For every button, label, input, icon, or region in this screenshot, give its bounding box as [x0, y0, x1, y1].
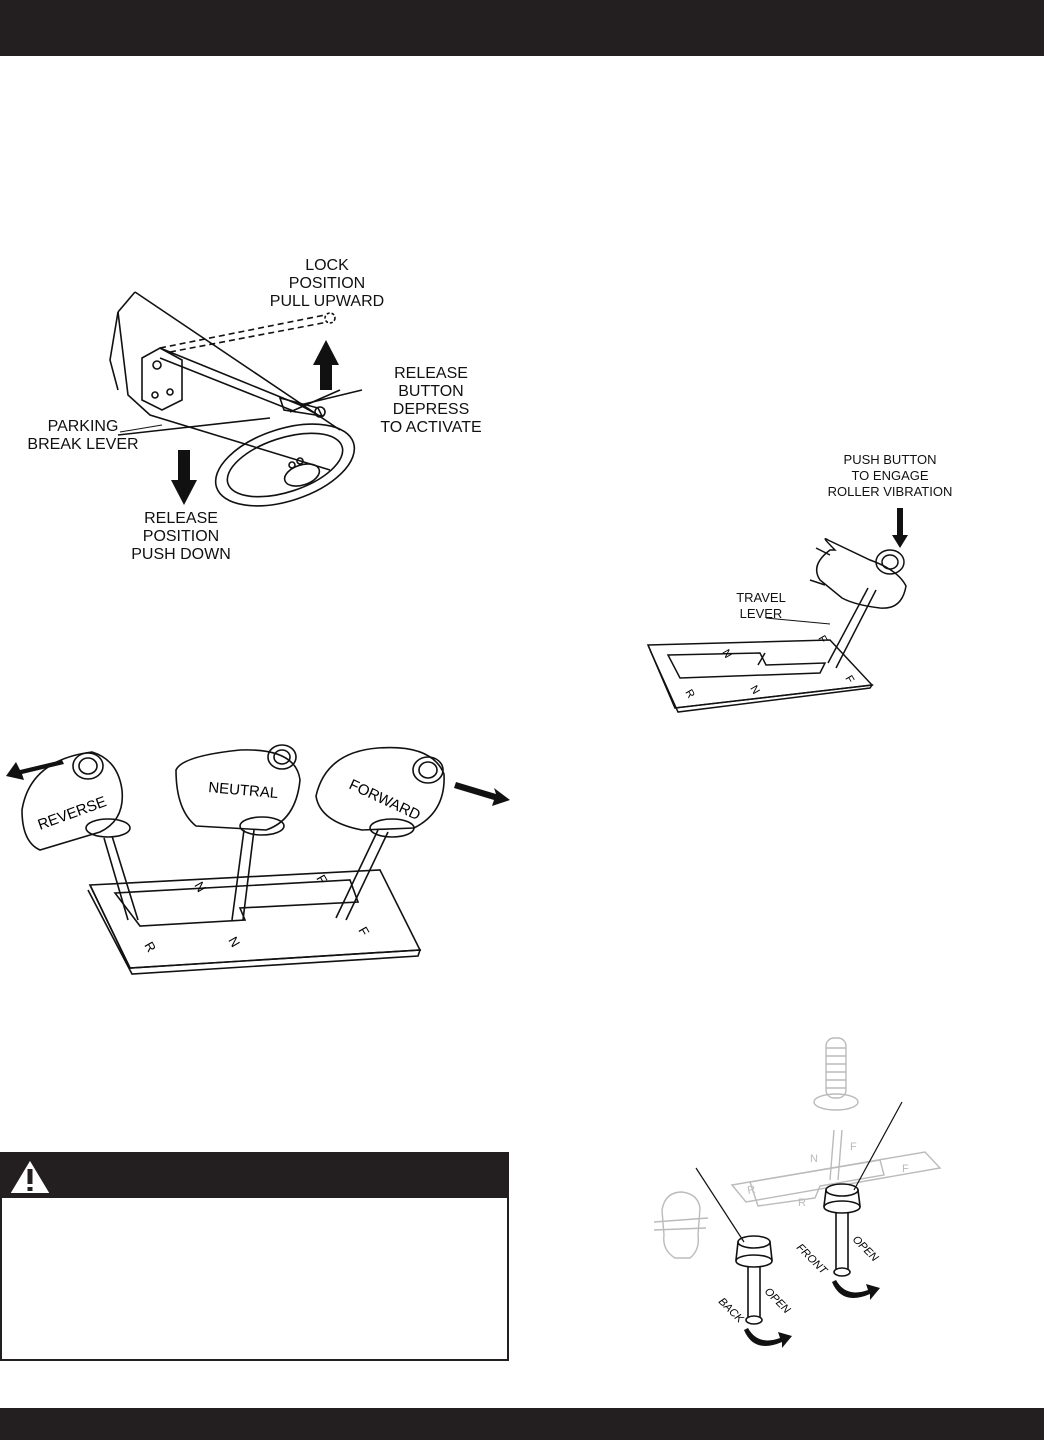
- back-label: BACK: [716, 1296, 746, 1326]
- vib-f: F: [842, 674, 856, 686]
- push-button-label: PUSH BUTTON TO ENGAGE ROLLER VIBRATION: [820, 452, 960, 500]
- lock-label: LOCK POSITION PULL UPWARD: [262, 257, 392, 311]
- valve-f2: F: [902, 1163, 909, 1175]
- neutral-label: NEUTRAL: [208, 779, 279, 802]
- travel-r: R: [141, 939, 159, 955]
- parking-lever-label: PARKING BREAK LEVER: [18, 418, 148, 454]
- release-position-line-1: RELEASE: [144, 510, 218, 527]
- vibration-figure: N F R N F PUSH BUTTON TO ENGAGE ROLLER V…: [640, 440, 970, 720]
- lock-line-1: LOCK: [305, 257, 349, 274]
- release-position-line-3: PUSH DOWN: [131, 546, 231, 563]
- travel-f-top: F: [313, 872, 330, 886]
- front-open-label: OPEN: [850, 1234, 881, 1265]
- forward-label: FORWARD: [346, 776, 423, 824]
- valve-r-top: R: [746, 1184, 756, 1197]
- release-position-label: RELEASE POSITION PUSH DOWN: [116, 510, 246, 564]
- release-position-line-2: POSITION: [142, 528, 220, 545]
- release-button-label: RELEASE BUTTON DEPRESS TO ACTIVATE: [366, 365, 496, 437]
- release-button-line-1: RELEASE: [394, 365, 468, 382]
- travel-lever-line-1: TRAVEL: [736, 590, 786, 605]
- vib-n-top: N: [719, 648, 733, 661]
- warning-box: [0, 1152, 509, 1361]
- back-open-label: OPEN: [762, 1286, 793, 1317]
- push-button-line-1: PUSH BUTTON: [843, 452, 937, 467]
- parking-brake-figure: LOCK POSITION PULL UPWARD RELEASE BUTTON…: [0, 240, 520, 580]
- travel-positions-figure: REVERSE NEUTRAL FORWARD N F R N F: [0, 730, 520, 980]
- warning-icon: [7, 1157, 53, 1195]
- release-button-line-4: TO ACTIVATE: [380, 419, 482, 436]
- valve-n-top: N: [810, 1153, 818, 1165]
- travel-lever-line-2: LEVER: [739, 606, 783, 621]
- travel-lever-label: TRAVEL LEVER: [726, 590, 796, 622]
- release-button-line-3: DEPRESS: [392, 401, 470, 418]
- parking-lever-line-1: PARKING: [47, 418, 119, 435]
- vibration-illustration: N F R N F: [646, 508, 908, 713]
- push-button-line-3: ROLLER VIBRATION: [827, 484, 953, 499]
- release-button-line-2: BUTTON: [398, 383, 464, 400]
- valve-f-top: F: [850, 1141, 857, 1153]
- footer-bar: [0, 1408, 1044, 1440]
- travel-n-top: N: [191, 879, 209, 895]
- push-button-line-2: TO ENGAGE: [851, 468, 929, 483]
- vib-f-top: F: [815, 634, 829, 646]
- reverse-label: REVERSE: [36, 793, 109, 833]
- warning-header: [2, 1154, 507, 1198]
- header-bar: [0, 0, 1044, 56]
- valves-illustration: R N F R F BACK OPEN FRONT OPEN: [653, 1037, 942, 1348]
- valves-figure: R N F R F BACK OPEN FRONT OPEN: [640, 1030, 960, 1360]
- valve-r2: R: [798, 1197, 806, 1209]
- parking-lever-line-2: BREAK LEVER: [27, 436, 139, 453]
- travel-positions-illustration: REVERSE NEUTRAL FORWARD N F R N F: [6, 744, 510, 975]
- vib-r: R: [682, 688, 696, 701]
- parking-brake-illustration: [109, 291, 363, 507]
- lock-line-3: PULL UPWARD: [269, 293, 385, 310]
- vib-n: N: [747, 684, 761, 697]
- lock-line-2: POSITION: [288, 275, 366, 292]
- travel-n: N: [225, 934, 243, 950]
- travel-f: F: [355, 924, 372, 938]
- front-label: FRONT: [794, 1242, 830, 1278]
